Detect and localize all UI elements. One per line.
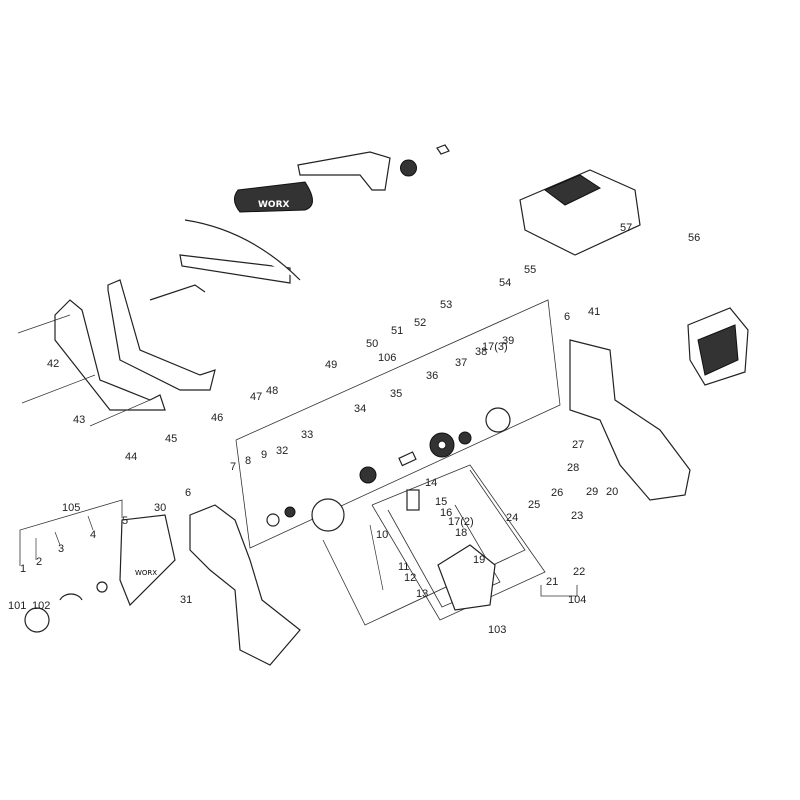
part-label-48: 48 bbox=[266, 385, 278, 397]
part-label-43: 43 bbox=[73, 414, 85, 426]
part-label-50: 50 bbox=[366, 338, 378, 350]
part-label-19: 19 bbox=[473, 554, 485, 566]
part-label-54: 54 bbox=[499, 277, 511, 289]
part-label-36: 36 bbox=[426, 370, 438, 382]
part-label-46: 46 bbox=[211, 412, 223, 424]
motor bbox=[369, 489, 496, 611]
part-label-173: 17(3) bbox=[482, 341, 508, 353]
part-label-30: 30 bbox=[154, 502, 166, 514]
part-label-6: 6 bbox=[185, 487, 191, 499]
part-label-35: 35 bbox=[390, 388, 402, 400]
part-label-41: 41 bbox=[588, 306, 600, 318]
part-label-24: 24 bbox=[506, 512, 518, 524]
part-label-3: 3 bbox=[58, 543, 64, 555]
part-label-104: 104 bbox=[568, 594, 586, 606]
part-label-20: 20 bbox=[606, 486, 618, 498]
guide-bar: WORX bbox=[179, 181, 313, 284]
part-label-32: 32 bbox=[276, 445, 288, 457]
part-label-106: 106 bbox=[378, 352, 396, 364]
chain-bar-cover bbox=[297, 144, 450, 191]
part-label-22: 22 bbox=[573, 566, 585, 578]
part-label-45: 45 bbox=[165, 433, 177, 445]
part-label-34: 34 bbox=[354, 403, 366, 415]
part-label-27: 27 bbox=[572, 439, 584, 451]
part-label-14: 14 bbox=[425, 477, 437, 489]
part-label-102: 102 bbox=[32, 600, 50, 612]
charger bbox=[519, 169, 641, 256]
part-label-18: 18 bbox=[455, 527, 467, 539]
part-label-9: 9 bbox=[261, 449, 267, 461]
part-label-11: 11 bbox=[398, 561, 409, 573]
hand-guard bbox=[17, 279, 216, 427]
right-housing bbox=[569, 339, 691, 501]
part-label-51: 51 bbox=[391, 325, 403, 337]
part-label-15: 15 bbox=[435, 496, 447, 508]
part-label-49: 49 bbox=[325, 359, 337, 371]
part-label-105: 105 bbox=[62, 502, 80, 514]
part-label-29: 29 bbox=[586, 486, 598, 498]
part-label-42: 42 bbox=[47, 358, 59, 370]
part-label-21: 21 bbox=[546, 576, 558, 588]
part-label-6: 6 bbox=[564, 311, 570, 323]
part-label-57: 57 bbox=[620, 222, 632, 234]
part-label-44: 44 bbox=[125, 451, 137, 463]
part-label-33: 33 bbox=[301, 429, 313, 441]
part-label-7: 7 bbox=[230, 461, 236, 473]
part-label-25: 25 bbox=[528, 499, 540, 511]
part-label-101: 101 bbox=[8, 600, 26, 612]
battery-pack bbox=[687, 307, 749, 386]
part-label-55: 55 bbox=[524, 264, 536, 276]
part-label-52: 52 bbox=[414, 317, 426, 329]
part-label-16: 16 bbox=[440, 507, 452, 519]
part-label-53: 53 bbox=[440, 299, 452, 311]
group-brackets bbox=[19, 299, 578, 626]
part-label-47: 47 bbox=[250, 391, 262, 403]
part-label-10: 10 bbox=[376, 529, 388, 541]
part-label-2: 2 bbox=[36, 556, 42, 568]
left-housing: WORX bbox=[24, 504, 301, 666]
part-label-31: 31 bbox=[180, 594, 192, 606]
part-label-39: 39 bbox=[502, 335, 514, 347]
part-label-12: 12 bbox=[404, 572, 416, 584]
part-label-8: 8 bbox=[245, 455, 251, 467]
part-label-56: 56 bbox=[688, 232, 700, 244]
svg-text:WORX: WORX bbox=[258, 200, 290, 210]
part-label-5: 5 bbox=[122, 515, 128, 527]
part-label-4: 4 bbox=[90, 529, 96, 541]
part-label-28: 28 bbox=[567, 462, 579, 474]
part-label-38: 38 bbox=[475, 346, 487, 358]
part-label-23: 23 bbox=[571, 510, 583, 522]
part-label-13: 13 bbox=[416, 588, 428, 600]
part-label-37: 37 bbox=[455, 357, 467, 369]
part-label-172: 17(2) bbox=[448, 516, 474, 528]
gear-train bbox=[266, 407, 511, 532]
part-label-103: 103 bbox=[488, 624, 506, 636]
svg-text:WORX: WORX bbox=[135, 569, 157, 577]
part-label-26: 26 bbox=[551, 487, 563, 499]
part-label-1: 1 bbox=[20, 563, 26, 575]
